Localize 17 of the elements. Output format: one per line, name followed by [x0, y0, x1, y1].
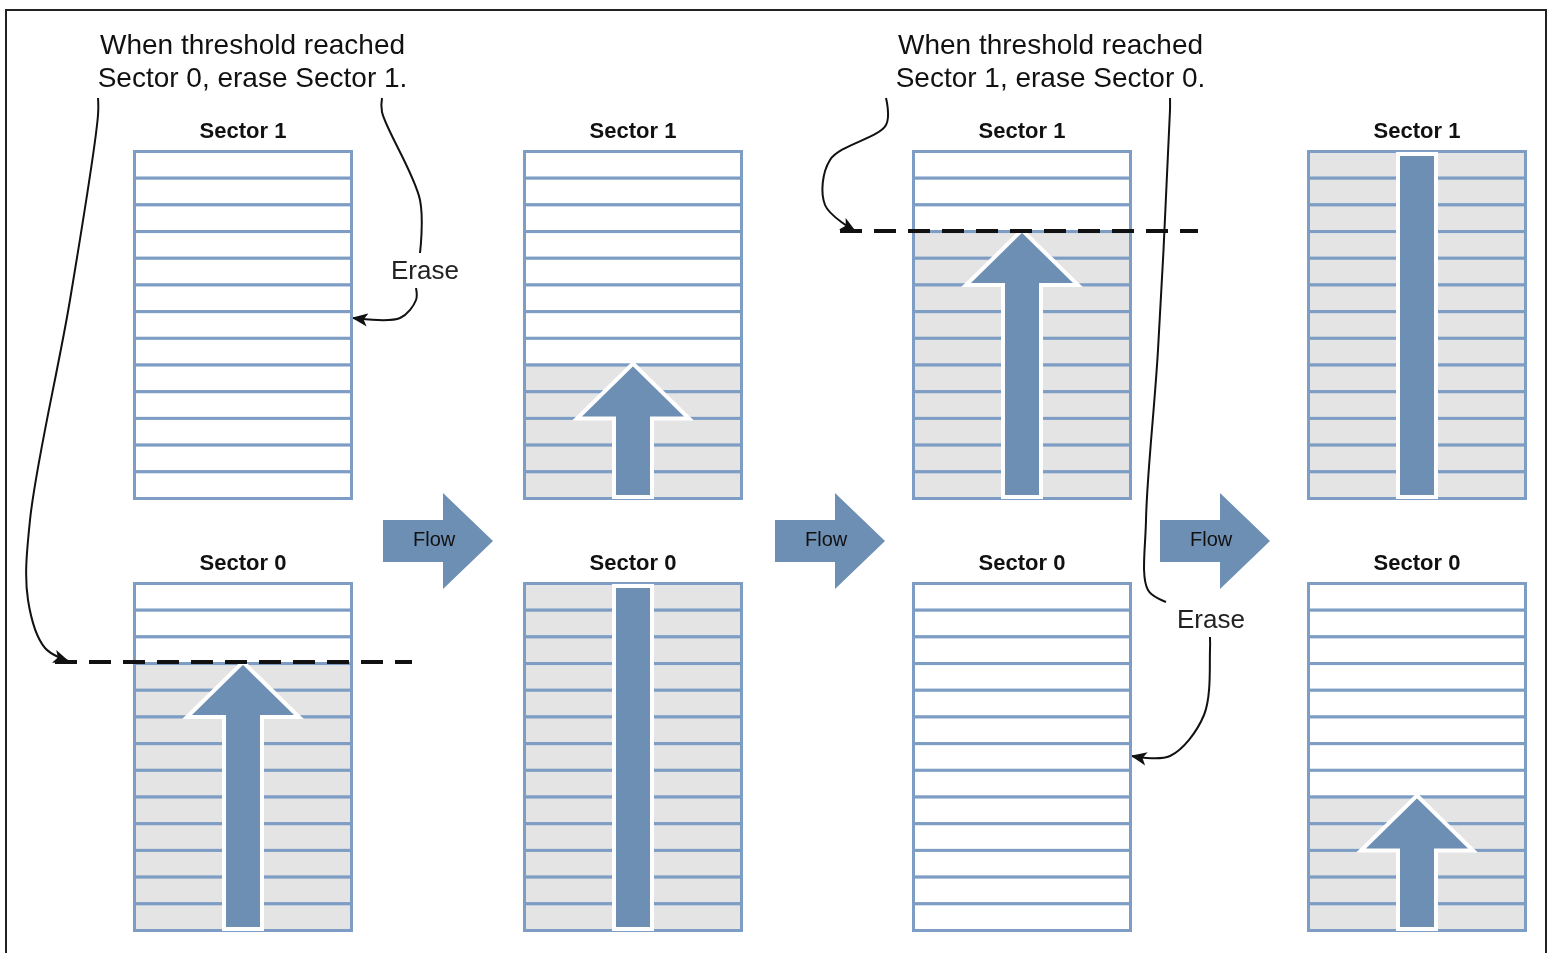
sector-heading: Sector 0	[1372, 549, 1462, 577]
sector-heading: Sector 1	[977, 117, 1067, 145]
callout-arrow	[25, 97, 100, 663]
flow-label: Flow	[413, 528, 456, 551]
callout-arrow	[1130, 636, 1212, 766]
flow-label: Flow	[805, 528, 848, 551]
annotation-text: When threshold reached Sector 1, erase Sector 0.	[878, 28, 1223, 98]
sector-heading: Sector 1	[1372, 117, 1462, 145]
sector-heading: Sector 1	[198, 117, 288, 145]
callout-arrow	[821, 97, 890, 232]
sector-heading: Sector 1	[588, 117, 678, 145]
annotation-text: When threshold reached Sector 0, erase Sector 1.	[80, 28, 425, 98]
callout-arrow	[351, 287, 418, 327]
sector-heading: Sector 0	[198, 549, 288, 577]
flow-label: Flow	[1190, 528, 1233, 551]
sector-heading: Sector 0	[977, 549, 1067, 577]
sector-heading: Sector 0	[588, 549, 678, 577]
